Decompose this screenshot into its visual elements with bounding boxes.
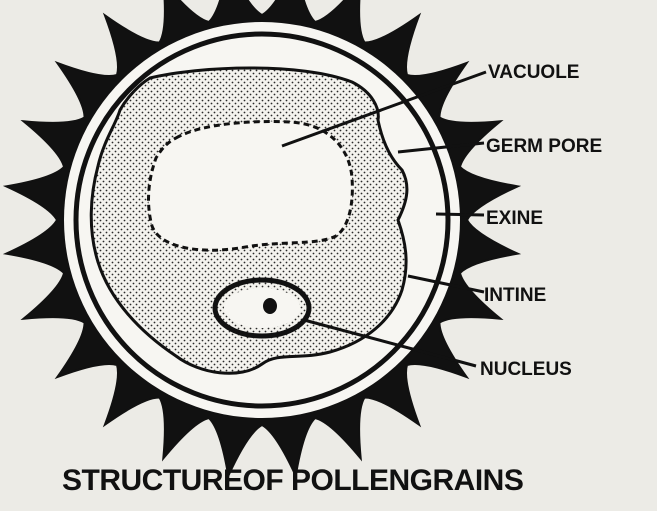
vacuole (147, 120, 354, 252)
nucleus-envelope (212, 277, 312, 339)
leader-intine (407, 274, 485, 294)
label-vacuole: VACUOLE (488, 62, 579, 83)
label-nucleus: NUCLEUS (480, 359, 572, 380)
leader-nucleus (303, 318, 477, 368)
label-germ-pore: GERM PORE (486, 136, 602, 157)
label-exine: EXINE (486, 208, 543, 229)
label-intine: INTINE (484, 285, 546, 306)
diagram-caption: STRUCTUREOF POLLENGRAINS (62, 464, 523, 497)
leader-vacuole (281, 70, 487, 148)
leader-germ-pore (397, 141, 485, 154)
nucleolus (263, 298, 277, 314)
nucleus-inner (224, 288, 300, 328)
intine-ring (73, 31, 451, 409)
leader-exine (435, 212, 485, 217)
